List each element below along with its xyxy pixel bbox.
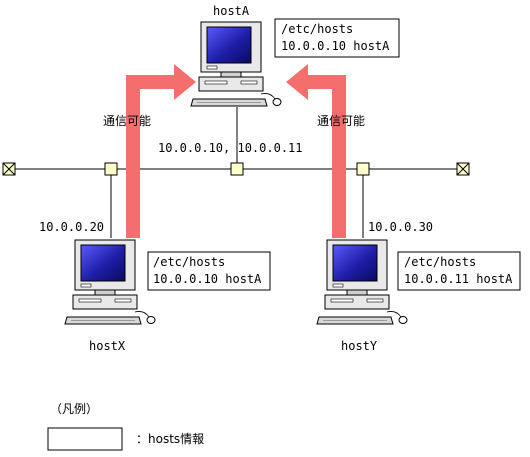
computer-hostY-icon xyxy=(316,239,408,325)
host-name-hostA: hostA xyxy=(213,4,250,18)
hosts-file-path: /etc/hosts xyxy=(404,255,476,269)
ip-label-hostA: 10.0.0.10, 10.0.0.11 xyxy=(158,141,303,155)
hosts-file-entry: 10.0.0.10 hostA xyxy=(281,39,390,53)
computer-hostA-icon xyxy=(190,21,282,107)
connector-hostA xyxy=(230,162,244,176)
hosts-file-entry: 10.0.0.10 hostA xyxy=(153,272,262,286)
host-name-hostY: hostY xyxy=(341,339,378,353)
legend-item-label: ：hosts情報 xyxy=(136,432,204,446)
arrow-hostX-to-hostA xyxy=(126,64,196,238)
arrow-label-left: 通信可能 xyxy=(103,114,151,128)
hosts-file-hostX: /etc/hosts 10.0.0.10 hostA xyxy=(147,251,271,291)
hosts-file-hostY: /etc/hosts 10.0.0.11 hostA xyxy=(397,251,521,291)
arrow-label-right: 通信可能 xyxy=(317,114,365,128)
ip-label-hostY: 10.0.0.30 xyxy=(368,220,433,234)
terminator-left xyxy=(2,162,16,176)
host-name-hostX: hostX xyxy=(89,339,126,353)
connector-hostY xyxy=(356,162,370,176)
ip-label-hostX: 10.0.0.20 xyxy=(39,220,104,234)
hosts-file-entry: 10.0.0.11 hostA xyxy=(404,272,513,286)
hosts-file-hostA: /etc/hosts 10.0.0.10 hostA xyxy=(274,18,400,58)
legend-title: （凡例） xyxy=(50,402,98,416)
legend-box-swatch xyxy=(47,427,123,451)
hosts-file-path: /etc/hosts xyxy=(281,22,353,36)
computer-hostX-icon xyxy=(64,239,156,325)
connector-hostX xyxy=(104,162,118,176)
hosts-file-path: /etc/hosts xyxy=(153,255,225,269)
terminator-right xyxy=(456,162,470,176)
arrow-hostY-to-hostA xyxy=(286,64,346,238)
